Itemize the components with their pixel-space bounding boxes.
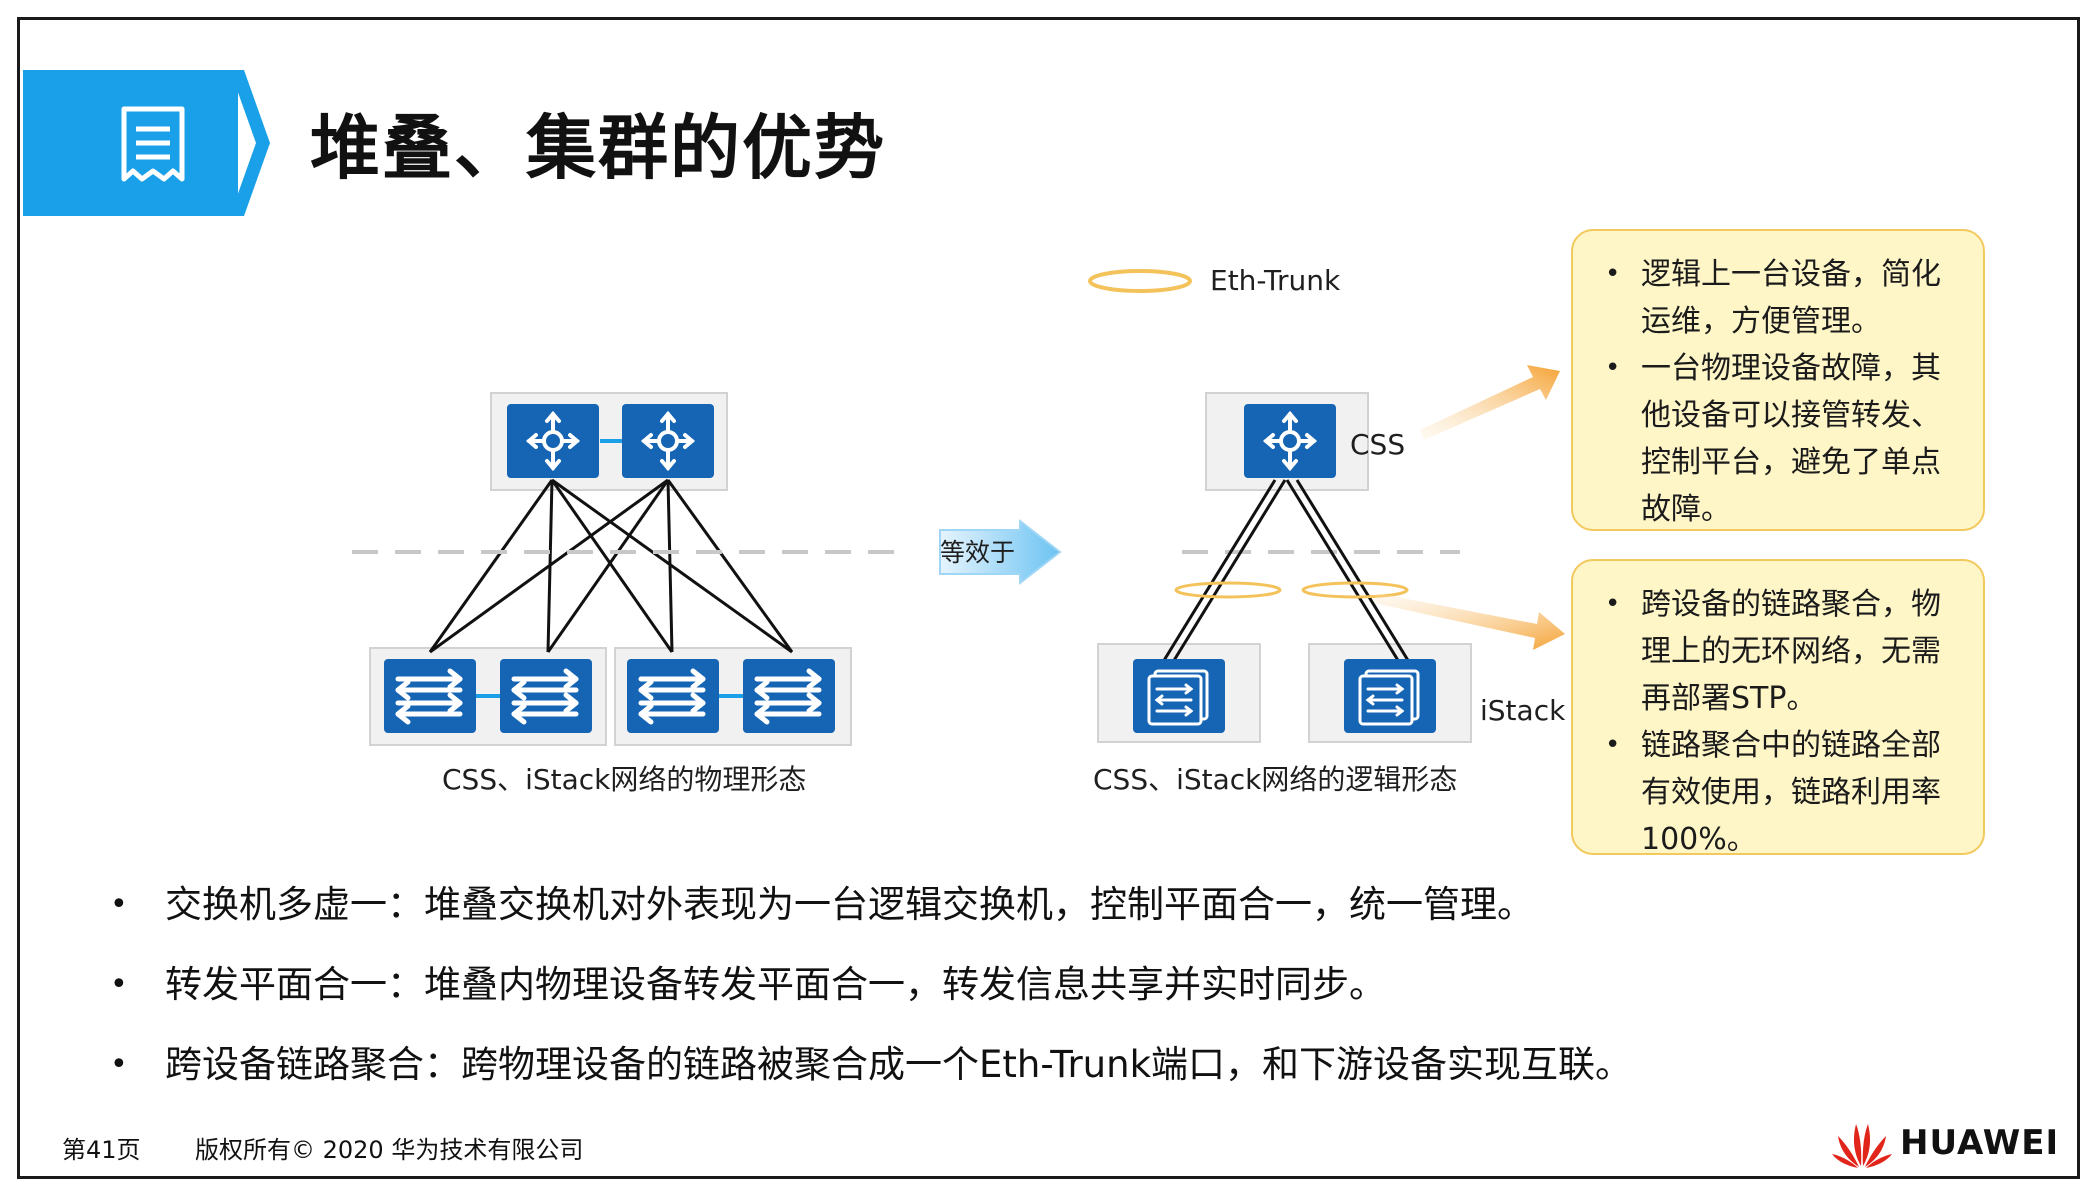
equivalent-arrow [939,518,1062,586]
brand-wordmark: HUAWEI [1900,1123,2060,1163]
physical-links [428,478,794,654]
core-switch-icon-2 [620,402,716,480]
logical-caption: CSS、iStack网络的逻辑形态 [1093,763,1458,796]
callout-arrow-upper [1420,365,1560,440]
callout-link-aggregation: 跨设备的链路聚合，物理上的无环网络，无需再部署STP。 链路聚合中的链路全部有效… [1571,559,1985,857]
callout-item: 链路聚合中的链路全部有效使用，链路利用率100%。 [1605,722,1955,863]
access-switch-icon-1 [384,659,476,733]
document-icon [121,106,185,182]
title-banner [23,70,238,216]
core-switch-icon-1 [505,402,601,480]
access-switch-icon-3 [627,659,719,733]
css-label: CSS [1350,428,1406,461]
eth-trunk-ellipse-right [1301,581,1409,599]
istack-switch-icon-2 [1342,657,1438,735]
callout-item: 跨设备的链路聚合，物理上的无环网络，无需再部署STP。 [1605,581,1955,722]
istack-label: iStack [1480,694,1566,727]
eth-trunk-ellipse-left [1174,581,1282,599]
eth-trunk-legend-label: Eth-Trunk [1210,264,1341,297]
bullet-item: •交换机多虚一：堆叠交换机对外表现为一台逻辑交换机，控制平面合一，统一管理。 [110,883,1534,926]
logical-links [1161,479,1411,663]
callout-item: 逻辑上一台设备，简化运维，方便管理。 [1605,251,1955,345]
bullet-item: •跨设备链路聚合：跨物理设备的链路被聚合成一个Eth-Trunk端口，和下游设备… [110,1043,1632,1086]
equivalent-label: 等效于 [940,538,1016,567]
title-chevron [230,70,270,216]
huawei-logo-icon [1832,1124,1892,1168]
access-switch-icon-4 [743,659,835,733]
callout-item: 一台物理设备故障，其他设备可以接管转发、控制平台，避免了单点故障。 [1605,345,1955,533]
bullet-list: •交换机多虚一：堆叠交换机对外表现为一台逻辑交换机，控制平面合一，统一管理。 •… [110,880,1632,1120]
access-switch-icon-2 [500,659,592,733]
css-switch-icon [1242,402,1338,480]
callout-logical-device: 逻辑上一台设备，简化运维，方便管理。 一台物理设备故障，其他设备可以接管转发、控… [1571,229,1985,531]
page-title: 堆叠、集群的优势 [310,107,886,189]
physical-caption: CSS、iStack网络的物理形态 [442,763,807,796]
slide-frame [17,17,2080,1179]
page-number: 第41页 [62,1136,141,1164]
bullet-item: •转发平面合一：堆叠内物理设备转发平面合一，转发信息共享并实时同步。 [110,963,1386,1006]
callout-arrow-lower [1374,593,1565,650]
eth-trunk-legend-icon [1088,269,1192,293]
copyright: 版权所有© 2020 华为技术有限公司 [195,1136,584,1164]
istack-switch-icon-1 [1131,657,1227,735]
